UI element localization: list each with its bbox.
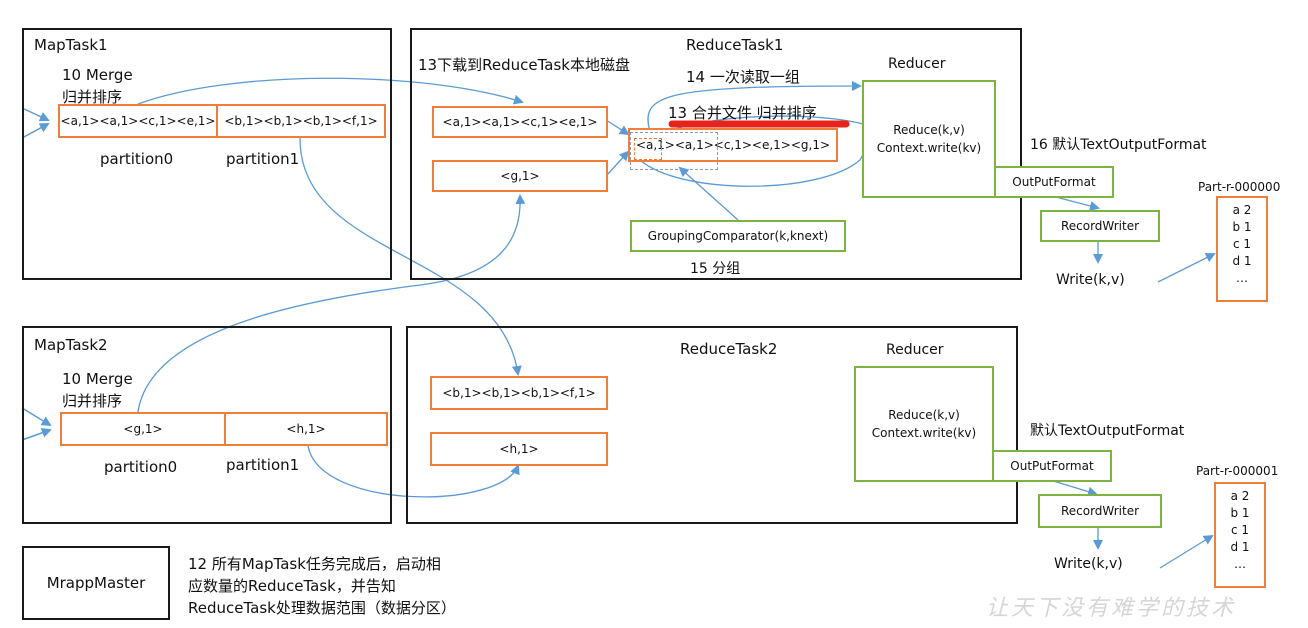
- maptask1-merge-label: 10 Merge: [62, 66, 133, 84]
- input-arrow-mt2-a: [21, 407, 52, 427]
- input-arrow-mt1-b: [21, 123, 50, 139]
- part-file-1: a 2 b 1 c 1 d 1 …: [1216, 196, 1268, 302]
- part1-line: d 1: [1232, 254, 1252, 268]
- outputformat-to-recordwriter-2: [1049, 479, 1098, 497]
- merge-arrow-file2: [605, 150, 630, 177]
- part2-line: a 2: [1230, 489, 1250, 503]
- group-window-outline: [630, 132, 718, 170]
- merge-sort-label: 13 合并文件 归并排序: [668, 104, 817, 122]
- reducetask1-file1-box: <a,1><a,1><c,1><e,1>: [432, 106, 608, 138]
- maptask2-panel: [22, 326, 392, 524]
- maptask1-partition1-label: partition1: [226, 150, 300, 168]
- input-arrow-mt1-a: [21, 107, 50, 122]
- input-arrow-mt2-b: [21, 427, 52, 441]
- maptask2-merge-sort-label: 归并排序: [62, 392, 123, 410]
- part1-line: b 1: [1232, 220, 1252, 234]
- read-group-arrow: [647, 81, 862, 133]
- part1-line: c 1: [1232, 237, 1252, 251]
- download-label: 13下载到ReduceTask本地磁盘: [418, 56, 630, 74]
- write-call-2: Write(k,v): [1054, 556, 1123, 572]
- part2-line: c 1: [1230, 523, 1250, 537]
- reducetask2-panel: [406, 326, 1018, 524]
- reducer1-reduce-call: Reduce(k,v): [893, 123, 965, 137]
- part1-line: …: [1236, 271, 1248, 285]
- maptask2-title: MapTask2: [34, 336, 108, 354]
- maptask2-partition1-box: <h,1>: [224, 412, 388, 446]
- reducer1-title: Reducer: [888, 56, 946, 72]
- mrappmaster-note-line1: 12 所有MapTask任务完成后，启动相: [188, 555, 441, 573]
- part1-line: a 2: [1232, 203, 1252, 217]
- reducer2-title: Reducer: [886, 342, 944, 358]
- group-window-inner: [634, 138, 662, 160]
- maptask1-merge-sort-label: 归并排序: [62, 88, 123, 106]
- part2-line: …: [1234, 557, 1246, 571]
- group-label: 15 分组: [690, 261, 741, 277]
- reducetask2-file1-box: <b,1><b,1><b,1><f,1>: [430, 376, 608, 410]
- shuffle-arrow-mt2-p0: [137, 194, 526, 413]
- part-file-2: a 2 b 1 c 1 d 1 …: [1214, 482, 1266, 588]
- outputformat-to-recordwriter-1: [1051, 195, 1100, 211]
- reducetask1-merged-box: <a,1><a,1><c,1><e,1><g,1>: [628, 128, 838, 162]
- reducer2-reduce-call: Reduce(k,v): [888, 408, 960, 422]
- write-to-part-2: [1159, 534, 1214, 569]
- reducer1-context-write: Context.write(kv): [876, 141, 982, 155]
- part2-line: d 1: [1230, 540, 1250, 554]
- merge-arrow-file1: [605, 119, 630, 136]
- mrappmaster-note-line3: ReduceTask处理数据范围（数据分区）: [188, 599, 456, 617]
- write-to-part-1: [1157, 253, 1216, 283]
- maptask2-partition0-label: partition0: [104, 458, 178, 476]
- part2-line: b 1: [1230, 506, 1250, 520]
- recordwriter-box-2: RecordWriter: [1038, 494, 1162, 528]
- maptask1-title: MapTask1: [34, 36, 108, 54]
- outputformat-box-2: OutPutFormat: [992, 450, 1112, 482]
- maptask1-partition0-box: <a,1><a,1><c,1><e,1>: [58, 104, 218, 138]
- part-file-name-2: Part-r-000001: [1196, 464, 1279, 478]
- part-file-name-1: Part-r-000000: [1198, 180, 1281, 194]
- reducetask2-title: ReduceTask2: [680, 340, 778, 358]
- reducer2-box: Reduce(k,v) Context.write(kv): [854, 366, 994, 482]
- shuffle-arrow-mt1-p1: [299, 137, 522, 376]
- shuffle-arrow-mt1-p0: [137, 77, 524, 105]
- output-format-label-2: 默认TextOutputFormat: [1030, 423, 1185, 439]
- maptask2-partition1-label: partition1: [226, 456, 300, 474]
- reducetask1-title: ReduceTask1: [686, 36, 784, 54]
- reducetask1-panel: [410, 28, 1022, 280]
- maptask2-partition0-box: <g,1>: [60, 412, 226, 446]
- read-group-label: 14 一次读取一组: [686, 68, 800, 86]
- output-format-label-1: 16 默认TextOutputFormat: [1030, 137, 1207, 153]
- recordwriter-box-1: RecordWriter: [1040, 210, 1160, 242]
- grouping-arrow: [678, 166, 739, 221]
- reducetask1-file2-box: <g,1>: [432, 160, 608, 192]
- mrappmaster-note-line2: 应数量的ReduceTask，并告知: [188, 577, 396, 595]
- outputformat-box-1: OutPutFormat: [994, 166, 1114, 198]
- maptask2-merge-label: 10 Merge: [62, 370, 133, 388]
- watermark: 让天下没有难学的技术: [986, 596, 1237, 621]
- maptask1-panel: [22, 28, 392, 280]
- reducetask2-file2-box: <h,1>: [430, 432, 608, 466]
- reducer1-box: Reduce(k,v) Context.write(kv): [862, 80, 996, 198]
- mrappmaster-box: MrappMaster: [22, 546, 170, 620]
- grouping-comparator-box: GroupingComparator(k,knext): [630, 220, 846, 252]
- shuffle-arrow-mt2-p1: [307, 445, 520, 498]
- reducer2-context-write: Context.write(kv): [871, 426, 977, 440]
- maptask1-partition0-label: partition0: [100, 150, 174, 168]
- maptask1-partition1-box: <b,1><b,1><b,1><f,1>: [216, 104, 386, 138]
- write-call-1: Write(k,v): [1056, 272, 1125, 288]
